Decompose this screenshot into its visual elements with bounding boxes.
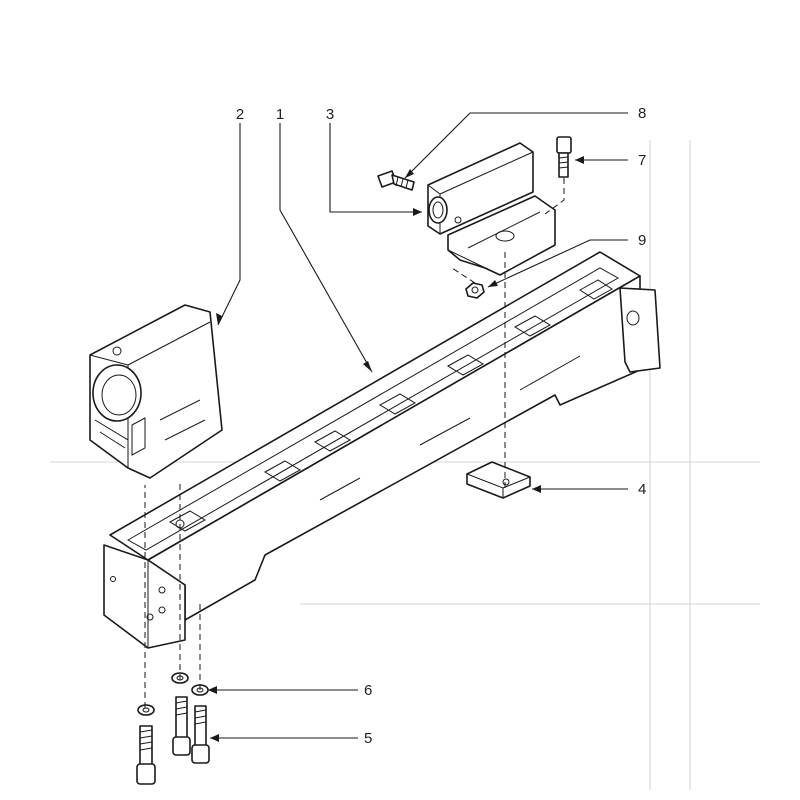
clamp-plate xyxy=(466,461,531,499)
callout-7: 7 xyxy=(638,152,646,169)
callout-2: 2 xyxy=(236,106,244,123)
assembly-center-lines xyxy=(144,178,565,708)
headstock-housing xyxy=(89,304,223,479)
callout-1: 1 xyxy=(276,106,284,123)
lathe-bed xyxy=(103,251,661,649)
hex-nut xyxy=(465,282,485,299)
leader-9 xyxy=(487,239,628,288)
callout-8: 8 xyxy=(638,105,646,122)
callout-3: 3 xyxy=(326,106,334,123)
leader-2 xyxy=(217,123,241,326)
leader-lines xyxy=(208,112,628,742)
leader-1 xyxy=(279,123,373,373)
tool-rest-holder xyxy=(427,142,556,276)
callout-labels: 1 2 3 4 5 6 7 8 9 xyxy=(236,105,647,747)
callout-9: 9 xyxy=(638,232,646,249)
leader-3 xyxy=(329,123,422,213)
leader-8 xyxy=(404,112,628,179)
callout-4: 4 xyxy=(638,481,646,498)
cap-screws-lower xyxy=(136,696,210,785)
cap-screw-upper xyxy=(556,136,572,178)
callout-5: 5 xyxy=(364,730,372,747)
callout-6: 6 xyxy=(364,682,372,699)
set-screw-horizontal xyxy=(377,170,415,191)
